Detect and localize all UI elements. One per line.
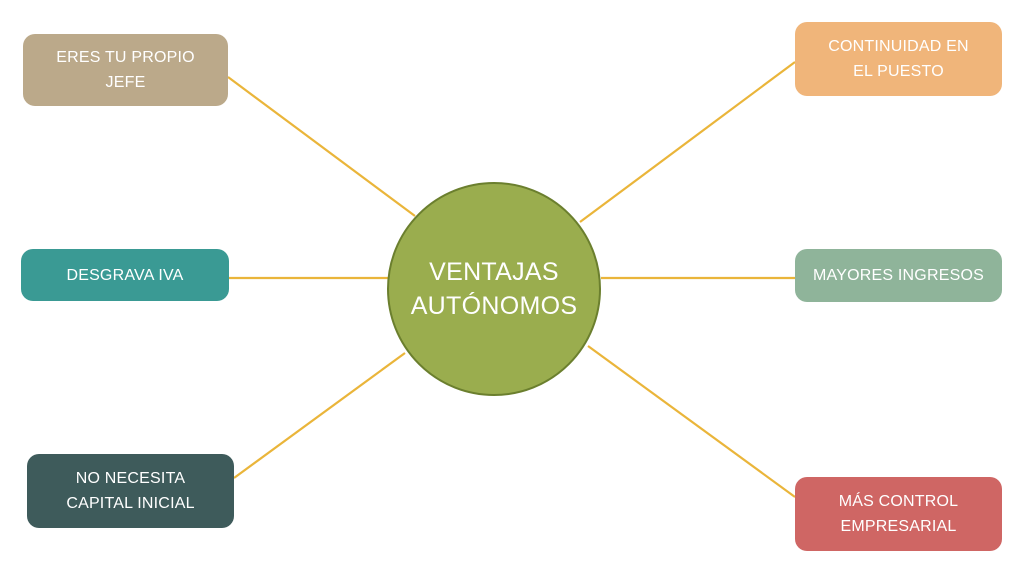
node-continuidad-en-el-puesto: CONTINUIDAD EN EL PUESTO <box>795 22 1002 96</box>
node-eres-tu-propio-jefe: ERES TU PROPIO JEFE <box>23 34 228 106</box>
central-topic-label: VENTAJAS AUTÓNOMOS <box>410 258 578 320</box>
node-desgrava-iva: DESGRAVA IVA <box>21 249 229 301</box>
connector-puesto <box>579 61 796 223</box>
central-topic: VENTAJAS AUTÓNOMOS <box>387 182 601 396</box>
node-label: CONTINUIDAD EN EL PUESTO <box>828 38 969 80</box>
node-label: MAYORES INGRESOS <box>813 267 984 284</box>
node-label: NO NECESITA CAPITAL INICIAL <box>66 470 195 512</box>
node-label: MÁS CONTROL EMPRESARIAL <box>838 493 959 535</box>
connector-control <box>587 345 796 498</box>
node-label: ERES TU PROPIO JEFE <box>56 49 195 91</box>
node-label: DESGRAVA IVA <box>66 266 184 284</box>
node-no-necesita-capital-inicial: NO NECESITA CAPITAL INICIAL <box>27 454 234 528</box>
node-mayores-ingresos: MAYORES INGRESOS <box>795 249 1002 302</box>
connector-capital <box>233 352 406 479</box>
connector-jefe <box>227 76 416 217</box>
node-mas-control-empresarial: MÁS CONTROL EMPRESARIAL <box>795 477 1002 551</box>
